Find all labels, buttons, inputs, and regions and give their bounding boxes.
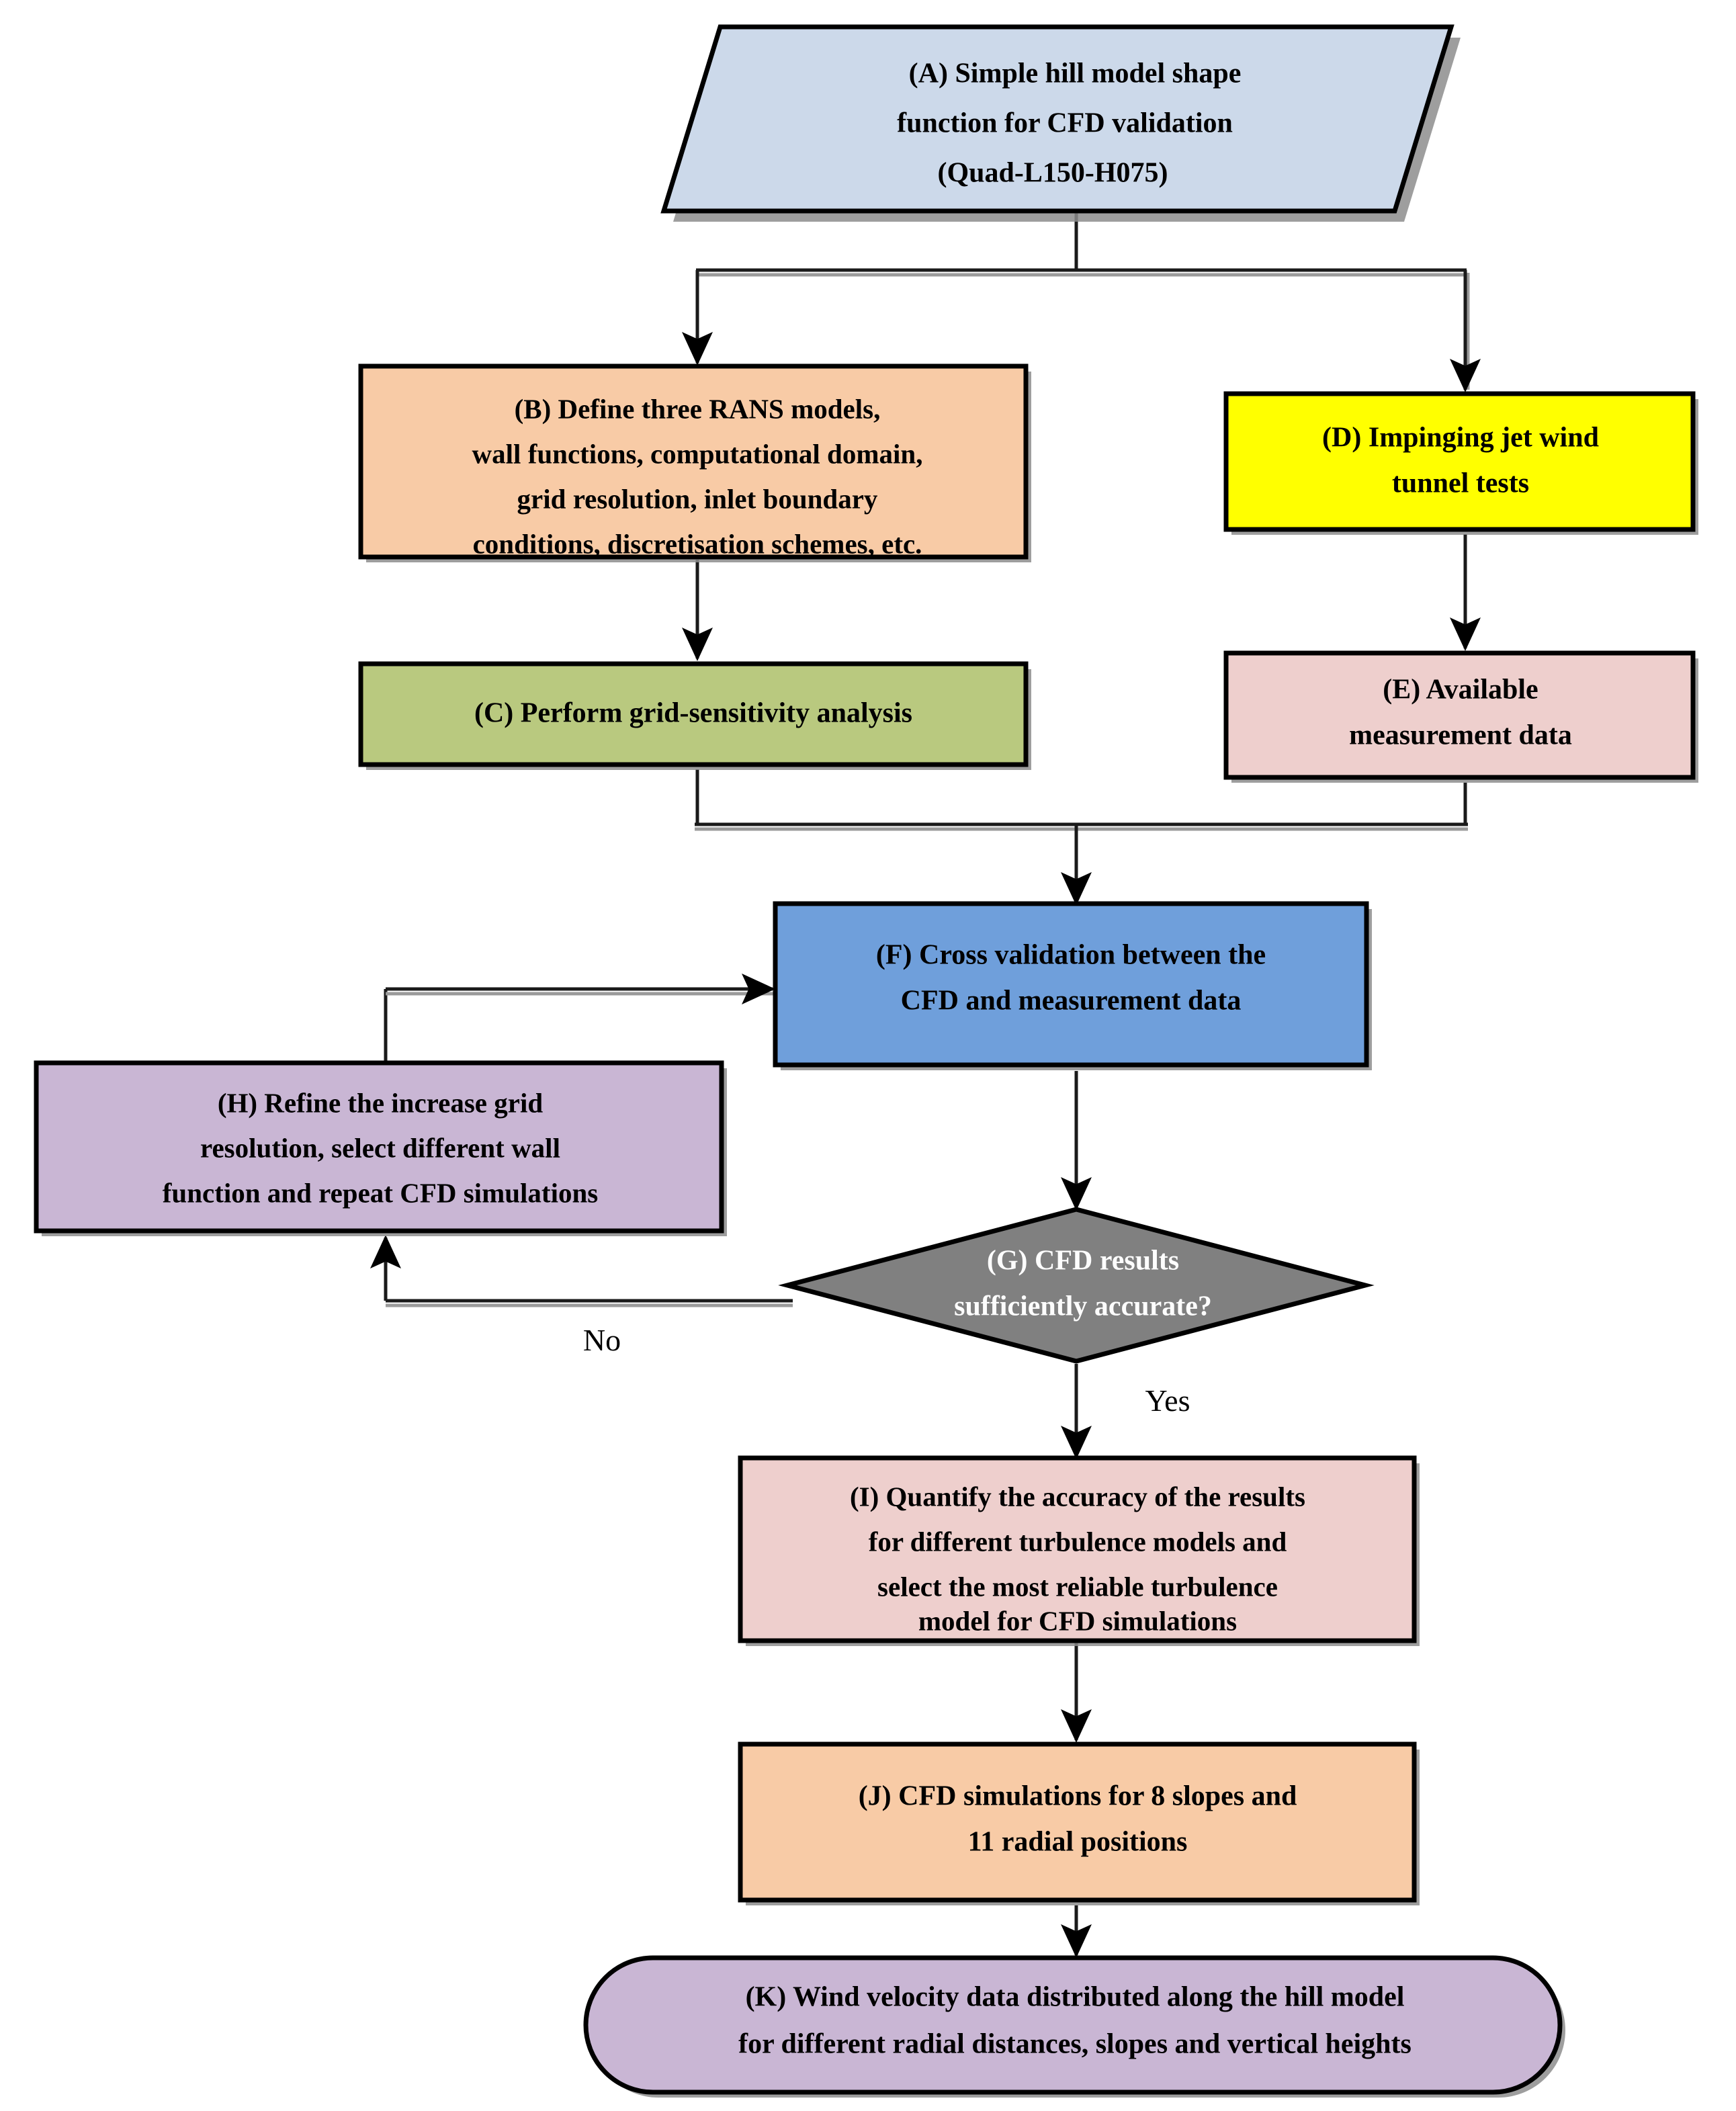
edge-label-no: No [583,1323,621,1357]
node-g-shape [778,1207,1375,1364]
node-d-line-1: (D) Impinging jet wind [1322,423,1599,454]
edge-ce-f [695,769,1468,906]
node-g-line-1: (G) CFD results [987,1246,1179,1277]
node-b[interactable]: (B) Define three RANS models, wall funct… [358,363,1031,562]
node-i-line-4: model for CFD simulations [918,1605,1237,1636]
node-a-line-3: (Quad-L150-H075) [937,158,1168,189]
node-j-shape [738,1741,1417,1903]
node-e-line-1: (E) Available [1383,675,1538,705]
node-c[interactable]: (C) Perform grid-sensitivity analysis [358,661,1031,770]
node-a-line-2: function for CFD validation [897,108,1233,139]
node-i-line-3: select the most reliable turbulence [877,1571,1278,1602]
edge-a-d [1450,270,1481,393]
node-b-line-4: conditions, discretisation schemes, etc. [473,528,922,559]
node-k-line-2: for different radial distances, slopes a… [738,2029,1412,2060]
node-b-line-3: grid resolution, inlet boundary [517,483,878,514]
node-a-shape [660,24,1455,214]
node-e-line-2: measurement data [1349,720,1572,751]
node-c-shape [358,661,1029,767]
node-a-line-1: (A) Simple hill model shape [909,58,1242,89]
node-h-line-1: (H) Refine the increase grid [218,1087,543,1118]
node-j[interactable]: (J) CFD simulations for 8 slopes and 11 … [738,1741,1420,1905]
node-g-line-2: sufficiently accurate? [954,1291,1212,1322]
node-b-shape [358,363,1029,560]
node-c-line-1: (C) Perform grid-sensitivity analysis [474,698,912,729]
node-i-shape [738,1455,1417,1643]
node-h-shape [34,1060,724,1234]
node-f-line-1: (F) Cross validation between the [876,940,1266,971]
node-i-line-2: for different turbulence models and [869,1526,1287,1557]
node-e[interactable]: (E) Available measurement data [1223,650,1698,783]
node-h[interactable]: (H) Refine the increase grid resolution,… [34,1060,727,1236]
connectors [370,208,1481,1958]
node-a[interactable]: (A) Simple hill model shape function for… [660,24,1461,222]
node-g[interactable]: (G) CFD results sufficiently accurate? [778,1207,1375,1364]
node-j-line-1: (J) CFD simulations for 8 slopes and [859,1781,1297,1812]
node-d-line-2: tunnel tests [1392,468,1529,499]
node-b-line-1: (B) Define three RANS models, [515,393,881,424]
node-h-line-3: function and repeat CFD simulations [163,1177,598,1208]
edge-label-yes: Yes [1145,1383,1190,1418]
node-e-shape [1223,650,1696,780]
node-d[interactable]: (D) Impinging jet wind tunnel tests [1223,391,1698,535]
node-i[interactable]: (I) Quantify the accuracy of the results… [738,1455,1420,1646]
node-k-line-1: (K) Wind velocity data distributed along… [746,1982,1405,2013]
node-d-shape [1223,391,1696,532]
node-k-shape [583,1955,1563,2095]
node-f[interactable]: (F) Cross validation between the CFD and… [773,901,1372,1070]
node-f-line-2: CFD and measurement data [901,986,1242,1017]
node-k[interactable]: (K) Wind velocity data distributed along… [583,1955,1565,2098]
node-b-line-2: wall functions, computational domain, [472,438,923,469]
edge-g-h-no [370,1234,793,1307]
node-i-line-1: (I) Quantify the accuracy of the results [850,1481,1305,1512]
node-h-line-2: resolution, select different wall [200,1132,560,1163]
node-f-shape [773,901,1369,1068]
node-j-line-2: 11 radial positions [968,1827,1188,1858]
